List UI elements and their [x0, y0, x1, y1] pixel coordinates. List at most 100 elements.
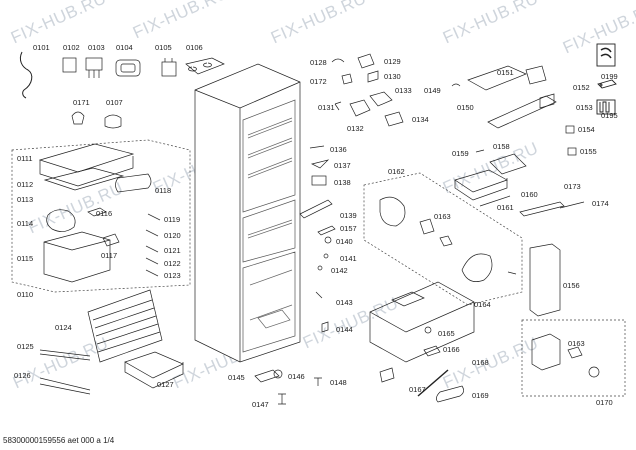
- connector-part: [62, 57, 77, 73]
- part-label-0144: 0144: [336, 325, 353, 334]
- part-label-0131: 0131: [318, 103, 335, 112]
- part-label-0117: 0117: [101, 251, 118, 260]
- part-label-0156: 0156: [563, 281, 580, 290]
- cover-part: [539, 93, 555, 109]
- cover-strip-part: [559, 201, 585, 209]
- cable-part: [39, 377, 91, 395]
- part-label-0112: 0112: [17, 180, 34, 189]
- part-label-0101: 0101: [33, 43, 50, 52]
- sensor-part: [567, 346, 583, 359]
- part-label-0143: 0143: [336, 298, 353, 307]
- part-label-0107: 0107: [106, 98, 123, 107]
- part-label-0134: 0134: [412, 115, 429, 124]
- control-module-part: [525, 65, 547, 85]
- part-label-0119: 0119: [164, 215, 181, 224]
- part-label-0141: 0141: [340, 254, 357, 263]
- part-label-0125: 0125: [17, 342, 34, 351]
- door-stop-part: [349, 99, 371, 117]
- part-label-0159: 0159: [452, 149, 469, 158]
- knob-part: [588, 366, 600, 378]
- plug-part: [424, 326, 432, 334]
- spring-part: [331, 58, 345, 63]
- part-label-0126: 0126: [14, 371, 31, 380]
- sensor-part: [161, 58, 177, 77]
- washer-part: [273, 369, 283, 379]
- part-label-0116: 0116: [96, 209, 113, 218]
- thermostat-box-part: [531, 333, 561, 371]
- screw-set-part: [145, 213, 161, 277]
- rail-part: [299, 199, 333, 219]
- part-label-0114: 0114: [17, 219, 34, 228]
- cable-clip-part: [451, 83, 461, 87]
- part-label-0154: 0154: [578, 125, 595, 134]
- group-frame-0110: [11, 139, 191, 293]
- part-label-0106: 0106: [186, 43, 203, 52]
- part-label-0122: 0122: [164, 259, 181, 268]
- part-label-0163: 0163: [434, 212, 451, 221]
- foot-part: [314, 377, 322, 386]
- hinge-part: [357, 53, 375, 69]
- part-label-0128: 0128: [310, 58, 327, 67]
- hinge-pin-part: [367, 70, 379, 83]
- part-label-0118: 0118: [155, 186, 172, 195]
- wedge-part: [310, 159, 330, 169]
- housing-box-part: [43, 231, 111, 283]
- cable-part: [39, 349, 91, 361]
- part-label-0164: 0164: [474, 300, 491, 309]
- evaporator-cover-part: [369, 281, 475, 363]
- part-label-0167: 0167: [409, 385, 426, 394]
- part-label-0139: 0139: [340, 211, 357, 220]
- hinge-bracket-part: [341, 73, 353, 85]
- plug-part: [324, 236, 332, 244]
- lamp-holder-part: [115, 59, 141, 77]
- connector-block-part: [85, 57, 103, 78]
- part-label-0136: 0136: [330, 145, 347, 154]
- heater-rod-part: [417, 369, 449, 397]
- book-icon: [596, 43, 616, 67]
- part-label-0145: 0145: [228, 373, 245, 382]
- screw-part: [507, 271, 517, 275]
- refrigerator-cabinet-drawing: [194, 63, 301, 363]
- thermostat-part: [46, 209, 76, 232]
- door-handle-part: [379, 367, 395, 383]
- terminal-part: [87, 207, 107, 217]
- part-label-0133: 0133: [395, 86, 412, 95]
- hinge-cover-part: [384, 111, 404, 127]
- part-label-0152: 0152: [573, 83, 590, 92]
- part-label-0161: 0161: [497, 203, 514, 212]
- lamp-cover-part: [489, 153, 527, 175]
- part-label-0104: 0104: [116, 43, 133, 52]
- part-label-0121: 0121: [164, 246, 181, 255]
- part-label-0105: 0105: [155, 43, 172, 52]
- part-label-0170: 0170: [596, 398, 613, 407]
- part-label-0160: 0160: [521, 190, 538, 199]
- part-label-0174: 0174: [592, 199, 609, 208]
- part-label-0102: 0102: [63, 43, 80, 52]
- group-frame-0162: [363, 172, 523, 306]
- part-label-0199: 0199: [601, 72, 618, 81]
- part-label-0151: 0151: [497, 68, 514, 77]
- part-label-0124: 0124: [55, 323, 72, 332]
- capacitor-part: [115, 173, 152, 193]
- part-label-0195: 0195: [601, 111, 618, 120]
- part-label-0147: 0147: [252, 400, 269, 409]
- part-label-0166: 0166: [443, 345, 460, 354]
- part-label-0138: 0138: [334, 178, 351, 187]
- cover-strip-part: [519, 201, 565, 217]
- drain-part: [423, 345, 441, 357]
- fan-blade-part: [439, 235, 453, 247]
- part-label-0130: 0130: [384, 72, 401, 81]
- part-label-0150: 0150: [457, 103, 474, 112]
- part-label-0169: 0169: [472, 391, 489, 400]
- display-board-part: [487, 95, 557, 129]
- part-label-0111: 0111: [17, 154, 33, 163]
- part-label-0129: 0129: [384, 57, 401, 66]
- air-duct-part: [529, 243, 561, 317]
- group-frame-0170: [521, 319, 626, 397]
- document-id-footer: 58300000159556 aet 000 a 1/4: [3, 436, 115, 445]
- part-label-0146: 0146: [288, 372, 305, 381]
- tag-icon: [597, 79, 617, 89]
- hinge-cover-part: [369, 91, 393, 107]
